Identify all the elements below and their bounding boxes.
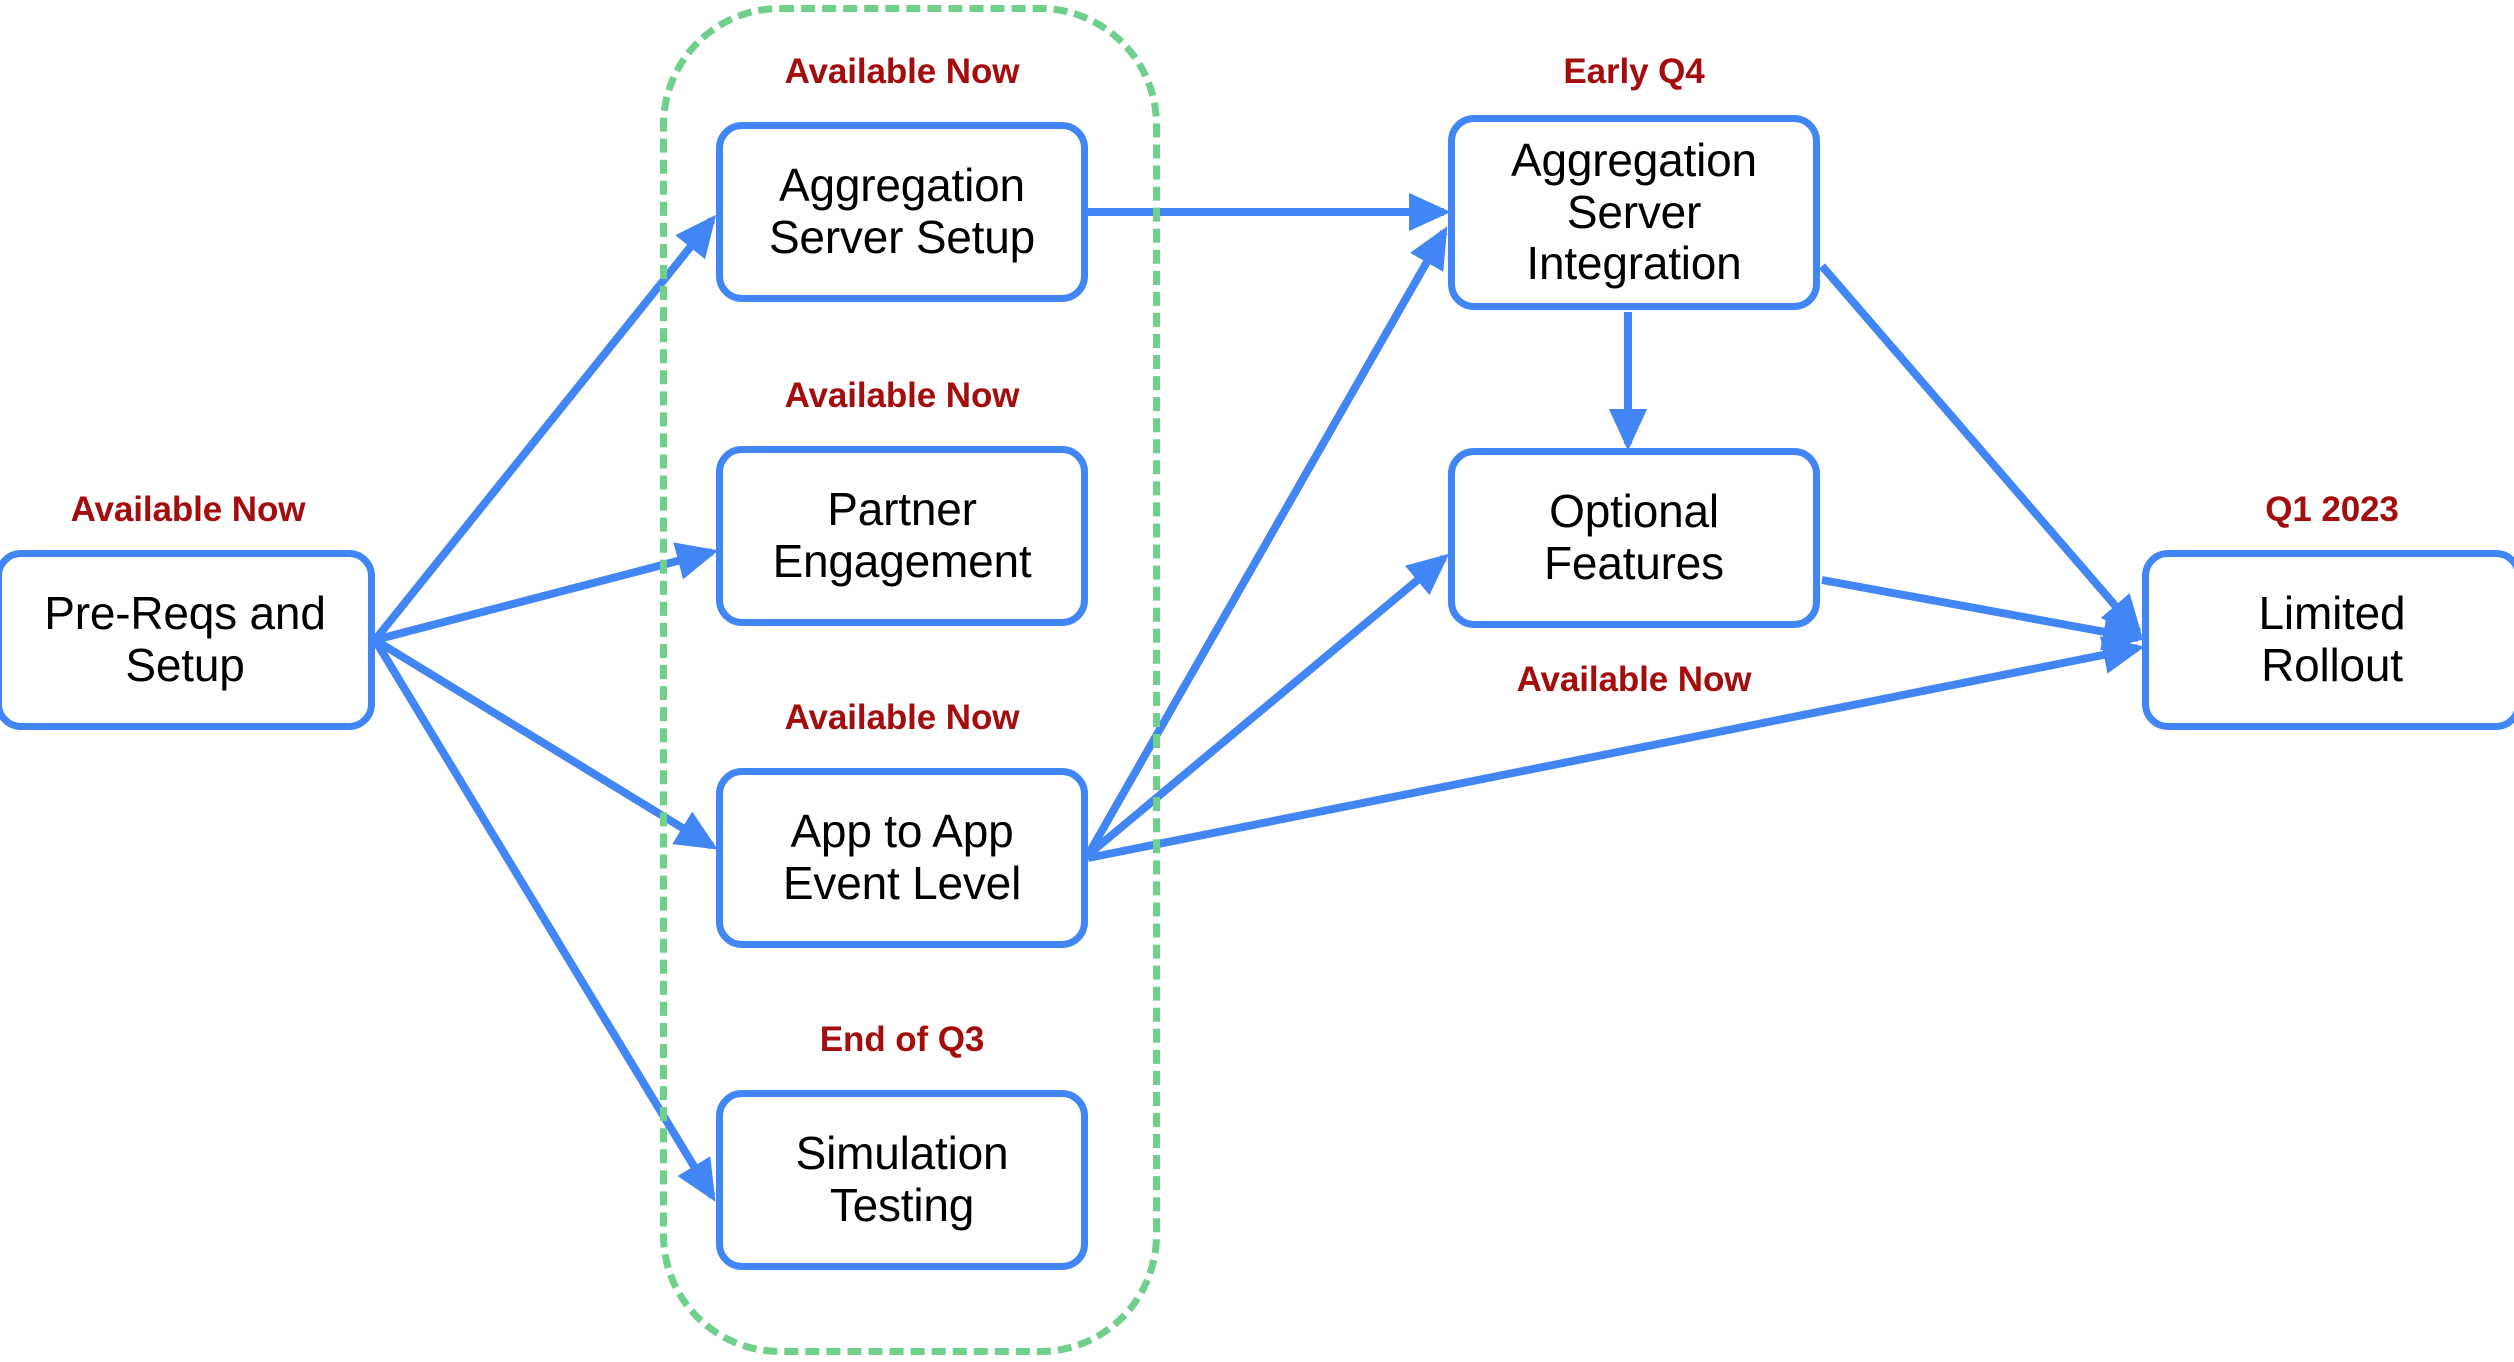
node-partner-engagement[interactable]: Partner Engagement xyxy=(716,446,1088,626)
status-label-simulation-testing: End of Q3 xyxy=(819,1020,985,1059)
edge-integration-to-limited-rollout xyxy=(1818,263,2143,638)
status-label-aggregation-server-setup: Available Now xyxy=(784,52,1020,91)
status-label-limited-rollout: Q1 2023 xyxy=(2265,490,2399,529)
edge-app-to-app-to-limited-rollout xyxy=(1087,636,2145,862)
edge-prereqs-to-app-to-app xyxy=(372,636,718,850)
status-label-partner-engagement: Available Now xyxy=(784,376,1020,415)
available-now-group-boundary xyxy=(660,5,1160,1355)
status-label-app-to-app-event-level: Available Now xyxy=(784,698,1020,737)
edge-app-to-app-to-optional-features xyxy=(1085,553,1450,859)
edge-app-to-app-to-integration xyxy=(1084,226,1448,857)
node-simulation-testing[interactable]: Simulation Testing xyxy=(716,1090,1088,1270)
node-app-to-app-event-level[interactable]: App to App Event Level xyxy=(716,768,1088,948)
edge-prereqs-to-partner-engagement xyxy=(373,542,719,644)
status-label-optional-features: Available Now xyxy=(1516,660,1752,699)
status-label-aggregation-server-integration: Early Q4 xyxy=(1563,52,1705,91)
node-limited-rollout[interactable]: Limited Rollout xyxy=(2142,550,2514,730)
node-optional-features[interactable]: Optional Features xyxy=(1448,448,1820,628)
node-aggregation-server-integration[interactable]: Aggregation Server Integration xyxy=(1448,115,1820,310)
edge-optional-features-to-limited-rollout xyxy=(1821,576,2145,651)
edge-prereqs-to-simulation-testing xyxy=(371,637,716,1202)
node-aggregation-server-setup[interactable]: Aggregation Server Setup xyxy=(716,122,1088,302)
node-pre-reqs-and-setup[interactable]: Pre-Reqs and Setup xyxy=(0,550,375,730)
edge-prereqs-to-aggregation-setup xyxy=(371,214,717,643)
status-label-pre-reqs: Available Now xyxy=(70,490,306,529)
